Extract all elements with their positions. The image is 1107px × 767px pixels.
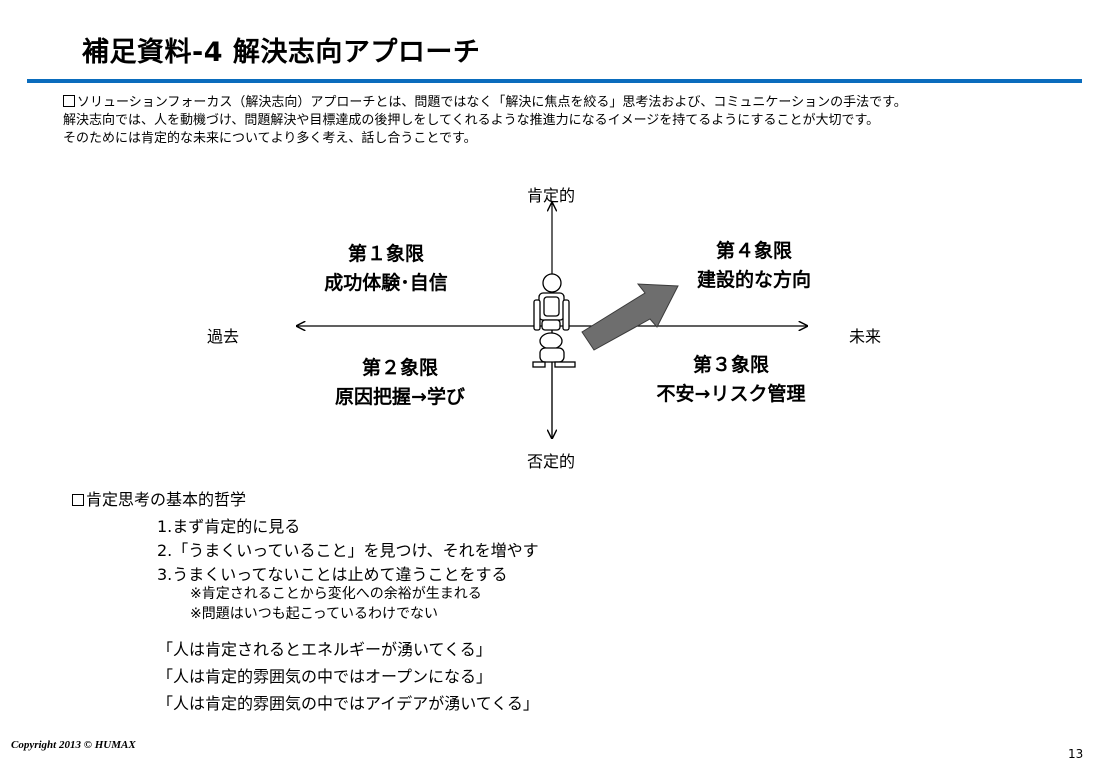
quote-2: 「人は肯定的雰囲気の中ではオープンになる」 bbox=[157, 667, 493, 686]
person-figure-icon bbox=[532, 273, 576, 368]
philosophy-note-1: ※肯定されることから変化への余裕が生まれる bbox=[190, 586, 482, 602]
philosophy-item-1: 1.まず肯定的に見る bbox=[157, 517, 301, 536]
philosophy-item-3: 3.うまくいってないことは止めて違うことをする bbox=[157, 565, 508, 584]
copyright-text: Copyright 2013 © HUMAX bbox=[11, 739, 136, 751]
axis-label-future: 未来 bbox=[849, 327, 882, 346]
quadrant-3-text: 不安→リスク管理 bbox=[656, 383, 806, 405]
page-number: 13 bbox=[1068, 747, 1084, 761]
philosophy-heading: 肯定思考の基本的哲学 bbox=[72, 486, 246, 510]
quadrant-1-text: 成功体験･自信 bbox=[324, 272, 448, 294]
quadrant-4-text: 建設的な方向 bbox=[696, 269, 811, 291]
bullet-square-icon bbox=[63, 95, 75, 107]
axis-label-positive: 肯定的 bbox=[527, 186, 576, 205]
intro-line-2: 解決志向では、人を動機づけ、問題解決や目標達成の後押しをしてくれるような推進力に… bbox=[63, 113, 880, 128]
axis-label-past: 過去 bbox=[207, 327, 240, 346]
forward-arrow-icon bbox=[581, 283, 679, 351]
title-rule bbox=[27, 79, 1082, 83]
quadrant-4: 第４象限 建設的な方向 bbox=[681, 237, 827, 295]
quadrant-3-title: 第３象限 bbox=[692, 354, 769, 376]
quadrant-3: 第３象限 不安→リスク管理 bbox=[641, 351, 821, 409]
quote-3: 「人は肯定的雰囲気の中ではアイデアが湧いてくる」 bbox=[157, 694, 539, 713]
quadrant-4-title: 第４象限 bbox=[715, 240, 792, 262]
axis-label-negative: 否定的 bbox=[527, 452, 576, 471]
quadrant-1: 第１象限 成功体験･自信 bbox=[311, 240, 461, 298]
quadrant-2: 第２象限 原因把握→学び bbox=[311, 354, 489, 412]
bullet-square-icon bbox=[72, 494, 84, 506]
quadrant-2-title: 第２象限 bbox=[361, 357, 438, 379]
quadrant-2-text: 原因把握→学び bbox=[335, 386, 465, 408]
quadrant-1-title: 第１象限 bbox=[347, 243, 424, 265]
intro-line-1: ソリューションフォーカス（解決志向）アプローチとは、問題ではなく「解決に焦点を絞… bbox=[63, 94, 907, 111]
intro-line-3: そのためには肯定的な未来についてより多く考え、話し合うことです。 bbox=[63, 131, 477, 146]
philosophy-note-2: ※問題はいつも起こっているわけでない bbox=[190, 606, 439, 622]
quote-1: 「人は肯定されるとエネルギーが湧いてくる」 bbox=[157, 640, 492, 659]
philosophy-item-2: 2.「うまくいっていること」を見つけ、それを増やす bbox=[157, 541, 539, 560]
page-title: 補足資料-4 解決志向アプローチ bbox=[82, 37, 481, 68]
